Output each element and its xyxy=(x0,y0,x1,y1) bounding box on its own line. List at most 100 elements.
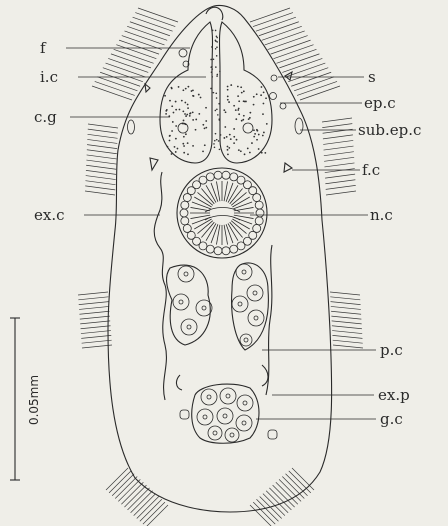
stipple-dot xyxy=(192,145,194,147)
nerve-centre-cell xyxy=(183,224,191,232)
stipple-dot xyxy=(175,125,177,127)
cilium xyxy=(143,502,165,524)
cilium xyxy=(324,157,354,161)
stipple-dot xyxy=(243,115,245,117)
scale-bar-label: 0.05mm xyxy=(27,375,41,425)
cilium xyxy=(81,326,111,329)
stipple-dot xyxy=(262,113,264,115)
stipple-dot xyxy=(227,153,229,155)
stipple-dot xyxy=(217,74,219,76)
stipple-dot xyxy=(247,148,249,150)
stipple-dot xyxy=(210,88,212,90)
stipple-dot xyxy=(223,137,225,139)
nerve-centre-cell xyxy=(255,201,263,209)
cilium xyxy=(138,8,178,22)
stipple-dot xyxy=(238,113,240,115)
stipple-dot xyxy=(183,145,185,147)
stipple-dot xyxy=(171,130,173,132)
stipple-dot xyxy=(225,111,227,113)
cilium xyxy=(128,488,150,510)
excretory-pore-right xyxy=(262,365,268,386)
cilium xyxy=(288,68,328,82)
stipple-dot xyxy=(256,93,258,95)
cilium xyxy=(134,494,156,516)
stipple-dot xyxy=(205,107,207,109)
cilium xyxy=(103,68,143,82)
label-s: s xyxy=(368,68,376,86)
epidermal-cells xyxy=(128,49,304,134)
stipple-dot xyxy=(213,58,215,60)
stipple-dot xyxy=(230,138,232,140)
stipple-dot xyxy=(218,140,220,142)
stipple-dot xyxy=(215,48,217,50)
stipple-dot xyxy=(204,127,206,129)
label-exc: ex.c xyxy=(34,206,65,224)
stipple-dot xyxy=(215,66,217,68)
stipple-dot xyxy=(216,41,218,43)
cilium xyxy=(80,316,110,319)
stipple-dot xyxy=(251,142,253,144)
stipple-dot xyxy=(237,109,239,111)
stipple-dot xyxy=(215,110,217,112)
nerve-centre-cell xyxy=(253,194,261,202)
stipple-dot xyxy=(228,101,230,103)
stipple-dot xyxy=(227,86,229,88)
leader-lines xyxy=(66,48,376,419)
nerve-centre-cell xyxy=(222,171,230,179)
cilium xyxy=(86,176,116,180)
cilium xyxy=(286,474,308,496)
stipple-dot xyxy=(240,86,242,88)
cilium xyxy=(279,479,301,501)
stipple-dot xyxy=(187,142,189,144)
label-fc: f.c xyxy=(362,161,380,179)
cilium xyxy=(331,302,361,305)
stipple-dot xyxy=(173,112,175,114)
cilium xyxy=(78,292,108,295)
cilium xyxy=(297,81,337,95)
stipple-dot xyxy=(169,100,171,102)
label-pc: p.c xyxy=(380,341,403,359)
stipple-dot xyxy=(182,143,184,145)
stipple-dot xyxy=(227,96,229,98)
cilium xyxy=(294,77,334,91)
cilium xyxy=(325,174,355,178)
cilium xyxy=(100,72,140,86)
stipple-dot xyxy=(236,139,238,141)
stipple-dot xyxy=(219,149,221,151)
stipple-dot xyxy=(185,133,187,135)
cilium xyxy=(332,335,362,338)
cilium xyxy=(87,155,117,159)
cilium xyxy=(79,311,109,314)
stipple-dot xyxy=(184,102,186,104)
stipple-dot xyxy=(171,87,173,89)
stipple-dot xyxy=(242,119,244,121)
nerve-centre-cell xyxy=(199,176,207,184)
stipple-dot xyxy=(243,90,245,92)
cilium xyxy=(124,485,146,507)
cilium xyxy=(332,331,362,334)
stipple-dot xyxy=(263,103,265,105)
cilium xyxy=(282,58,322,72)
cilium xyxy=(322,124,352,128)
stipple-dot xyxy=(244,153,246,155)
stipple-dot xyxy=(185,88,187,90)
stipple-dot xyxy=(202,124,204,126)
parenchyma-cluster-right xyxy=(232,263,269,350)
stipple-dot xyxy=(213,143,215,145)
ganglion-nucleus-left xyxy=(178,123,188,133)
stipple-dot xyxy=(169,140,171,142)
stipple-dot xyxy=(266,123,268,125)
stipple-dot xyxy=(179,109,181,111)
stipple-dot xyxy=(171,153,173,155)
cilium xyxy=(146,505,168,526)
cilium xyxy=(324,146,354,150)
stipple-dot xyxy=(219,71,221,73)
stipple-dot xyxy=(249,152,251,154)
stipple-dot xyxy=(227,146,229,148)
stipple-dot xyxy=(227,99,229,101)
cilium xyxy=(325,180,355,184)
stipple-dot xyxy=(216,97,218,99)
stipple-dot xyxy=(174,146,176,148)
cilium xyxy=(265,31,305,45)
stipple-dot xyxy=(240,150,242,152)
